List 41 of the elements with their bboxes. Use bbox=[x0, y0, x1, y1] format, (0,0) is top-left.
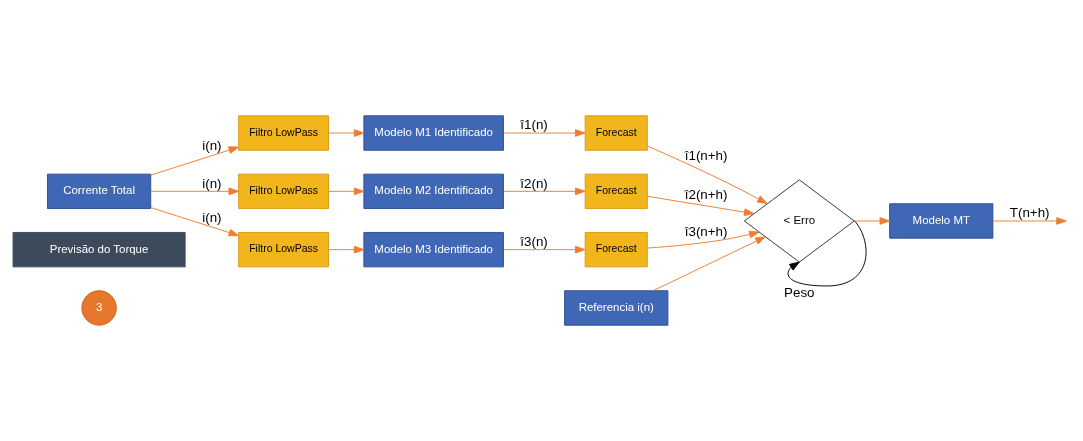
edge-label: i(n) bbox=[202, 210, 222, 226]
node-box: Previsão do Torque bbox=[12, 231, 186, 268]
node-box: Modelo M1 Identificado bbox=[363, 115, 504, 151]
node-box: Forecast bbox=[584, 173, 648, 210]
arrow bbox=[503, 245, 586, 254]
edge-label: T(n+h) bbox=[1009, 205, 1050, 221]
node-circle: 3 bbox=[81, 290, 117, 326]
node-box: Forecast bbox=[584, 115, 648, 151]
arrow bbox=[150, 146, 240, 176]
edge-label: î2(n+h) bbox=[684, 187, 728, 203]
node-box: Modelo MT bbox=[889, 203, 994, 239]
edge-label: Peso bbox=[784, 284, 815, 300]
arrow bbox=[150, 207, 240, 237]
arrow bbox=[853, 217, 890, 225]
arrow bbox=[992, 217, 1067, 225]
arrow bbox=[503, 187, 586, 196]
arrow bbox=[647, 230, 760, 249]
arrow bbox=[787, 220, 867, 287]
node-box: Forecast bbox=[584, 231, 648, 268]
edge-label: i(n) bbox=[202, 138, 222, 154]
node-box: Filtro LowPass bbox=[238, 115, 329, 151]
arrow bbox=[647, 195, 755, 216]
arrow bbox=[150, 187, 240, 196]
edge-label: î3(n+h) bbox=[684, 223, 728, 239]
edge-label: î1(n) bbox=[520, 117, 548, 133]
node-box: Filtro LowPass bbox=[238, 231, 329, 268]
node-box: Modelo M3 Identificado bbox=[363, 231, 504, 268]
arrow bbox=[328, 187, 365, 196]
edge-label: i(n) bbox=[202, 175, 222, 191]
arrow bbox=[328, 129, 365, 137]
arrow bbox=[646, 145, 768, 205]
arrow bbox=[652, 236, 766, 292]
arrow bbox=[503, 129, 586, 137]
node-box: Filtro LowPass bbox=[238, 173, 329, 210]
edge-label: î3(n) bbox=[520, 234, 548, 250]
node-box: Referencia i(n) bbox=[564, 290, 669, 326]
edge-label: î2(n) bbox=[520, 175, 548, 191]
arrow bbox=[328, 245, 365, 254]
edge-label: î1(n+h) bbox=[684, 147, 728, 163]
node-box: Corrente Total bbox=[47, 173, 152, 210]
node-box: Modelo M2 Identificado bbox=[363, 173, 504, 210]
